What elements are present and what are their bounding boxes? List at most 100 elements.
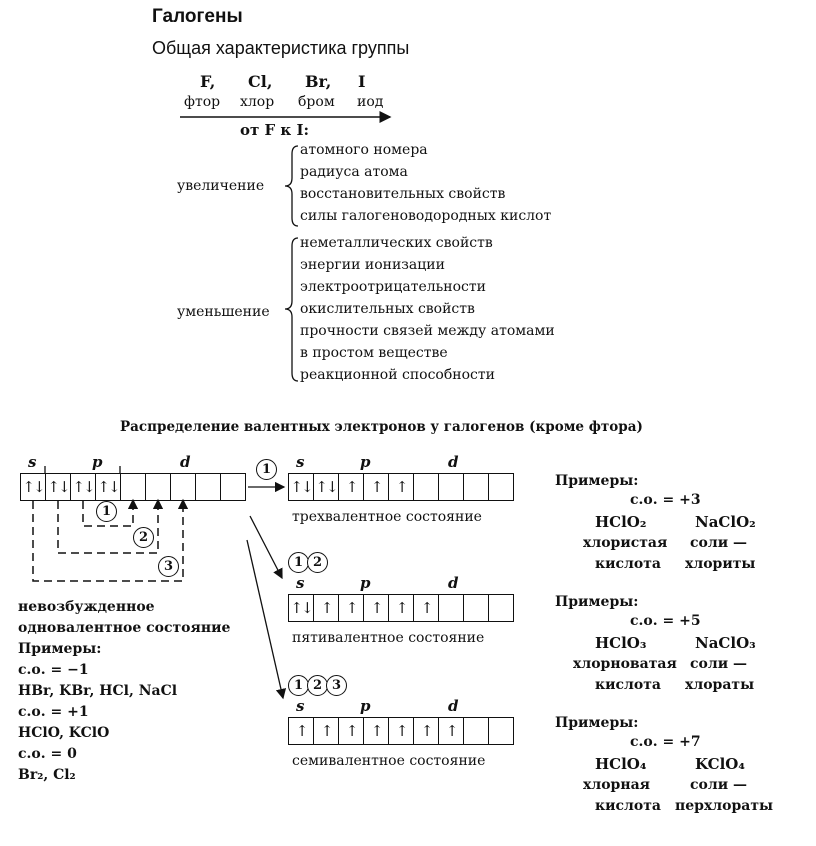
sublevel-s: s — [28, 453, 37, 471]
orbital-cell — [439, 474, 464, 500]
orbital-cell: ↑ — [339, 718, 364, 744]
orbital-cell: ↑↓ — [289, 474, 314, 500]
seven-orbital-box: ↑↑↑↑↑↑↑ — [288, 717, 514, 745]
decrease-item: реакционной способности — [300, 367, 495, 383]
oxidation-state: с.о. = +3 — [630, 492, 701, 508]
transition-circle: 2 — [133, 527, 154, 548]
example-heading: Примеры: — [555, 715, 639, 731]
step-circle: 3 — [326, 675, 347, 696]
decrease-item: энергии ионизации — [300, 257, 445, 273]
orbital-cell — [414, 474, 439, 500]
acid-name: хлорноватая — [573, 656, 677, 672]
orbital-cell: ↑↓ — [21, 474, 46, 500]
acid-name: хлорная — [583, 777, 651, 793]
orbital-cell: ↑ — [314, 718, 339, 744]
orbital-cell: ↑ — [414, 718, 439, 744]
orbital-cell: ↑ — [389, 718, 414, 744]
orbital-cell — [146, 474, 171, 500]
example-block: Примеры: с.о. = +5 HClO₃ NaClO₃ хлорноватая к… — [555, 594, 795, 714]
salt-name: соли — — [690, 535, 747, 551]
orbital-cell — [464, 595, 489, 621]
left-example-line: с.о. = 0 — [18, 746, 77, 762]
orbital-cell — [439, 595, 464, 621]
orbital-cell: ↑↓ — [71, 474, 96, 500]
trend-label: от F к I: — [240, 121, 310, 139]
sublevel-d: d — [448, 574, 459, 592]
orbital-cell — [489, 595, 513, 621]
orbital-cell: ↑ — [414, 595, 439, 621]
decrease-item: окислительных свойств — [300, 301, 475, 317]
transition-circle: 1 — [96, 501, 117, 522]
excitation-paths — [32, 501, 184, 582]
sublevel-p: p — [360, 574, 371, 592]
decrease-brace — [284, 237, 299, 382]
ground-label-1: невозбужденное — [18, 599, 155, 615]
orbital-cell: ↑ — [314, 595, 339, 621]
orbital-cell — [489, 718, 513, 744]
increase-item: атомного номера — [300, 142, 428, 158]
three-state-label: трехвалентное состояние — [292, 509, 482, 525]
acid-name: кислота — [595, 798, 661, 814]
orbital-cell — [171, 474, 196, 500]
sublevel-p: p — [360, 453, 371, 471]
step-circle: 1 — [288, 675, 309, 696]
left-example-line: с.о. = −1 — [18, 662, 89, 678]
orbital-cell — [464, 718, 489, 744]
increase-item: радиуса атома — [300, 164, 408, 180]
ground-orbital-box: ↑↓↑↓↑↓↑↓ — [20, 473, 246, 501]
left-example-line: HClO, KClO — [18, 725, 110, 741]
example-heading: Примеры: — [555, 473, 639, 489]
increase-label: увеличение — [177, 178, 265, 194]
element-symbol: F, — [200, 72, 216, 91]
sublevel-d: d — [448, 453, 459, 471]
salt-formula: KClO₄ — [695, 755, 745, 773]
sublevel-d: d — [448, 697, 459, 715]
orbital-cell: ↑ — [389, 595, 414, 621]
oxidation-state: с.о. = +5 — [630, 613, 701, 629]
example-block: Примеры: с.о. = +7 HClO₄ KClO₄ хлорная кислот… — [555, 715, 795, 835]
left-examples-heading: Примеры: — [18, 641, 102, 657]
orbital-cell — [489, 474, 513, 500]
five-state-label: пятивалентное состояние — [292, 630, 485, 646]
sublevel-s: s — [296, 697, 305, 715]
orbital-cell — [464, 474, 489, 500]
oxidation-state: с.о. = +7 — [630, 734, 701, 750]
acid-formula: HClO₃ — [595, 634, 647, 652]
step-circle: 2 — [307, 552, 328, 573]
element-symbol: I — [358, 72, 366, 91]
sublevel-s: s — [296, 574, 305, 592]
left-example-line: Br₂, Cl₂ — [18, 767, 76, 783]
subtitle: Общая характеристика группы — [152, 38, 410, 58]
ground-state-label: невозбужденное одновалентное состояние П… — [18, 597, 230, 786]
salt-name: хлориты — [685, 556, 756, 572]
orbital-cell: ↑ — [339, 595, 364, 621]
decrease-item: прочности связей между атомами — [300, 323, 555, 339]
sublevel-s: s — [296, 453, 305, 471]
step-circle: 2 — [307, 675, 328, 696]
example-heading: Примеры: — [555, 594, 639, 610]
section-title: Распределение валентных электронов у гал… — [120, 419, 643, 435]
left-example-line: с.о. = +1 — [18, 704, 89, 720]
sublevel-p: p — [360, 697, 371, 715]
orbital-cell: ↑↓ — [289, 595, 314, 621]
element-name: фтор — [184, 94, 221, 110]
element-symbol: Br, — [305, 72, 332, 91]
decrease-item: в простом веществе — [300, 345, 448, 361]
salt-formula: NaClO₃ — [695, 634, 756, 652]
arrow-to-five — [249, 515, 283, 580]
page-title: Галогены — [152, 6, 243, 27]
decrease-item: электроотрицательности — [300, 279, 486, 295]
acid-name: кислота — [595, 677, 661, 693]
sublevel-p: p — [92, 453, 103, 471]
orbital-cell: ↑ — [339, 474, 364, 500]
orbital-cell: ↑ — [439, 718, 464, 744]
transition-circle: 3 — [158, 556, 179, 577]
salt-name: перхлораты — [675, 798, 774, 814]
increase-brace — [284, 145, 299, 227]
element-symbol: Cl, — [248, 72, 273, 91]
acid-name: кислота — [595, 556, 661, 572]
acid-formula: HClO₄ — [595, 755, 647, 773]
